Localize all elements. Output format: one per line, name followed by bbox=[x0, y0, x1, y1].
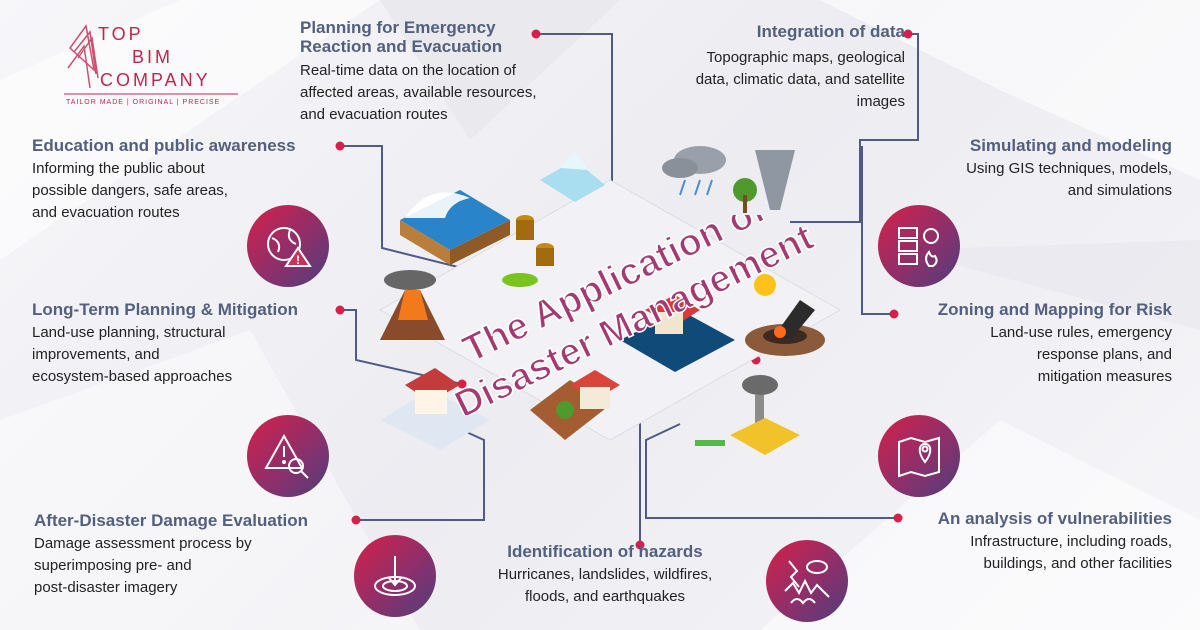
integration-desc-1: Topographic maps, geological bbox=[706, 49, 905, 66]
simulating-badge bbox=[878, 205, 960, 287]
svg-text:!: ! bbox=[296, 253, 300, 267]
longterm-desc-3: ecosystem-based approaches bbox=[32, 368, 233, 385]
planning-title-1: Planning for Emergency bbox=[300, 18, 496, 37]
vulnerabilities-desc-1: Infrastructure, including roads, bbox=[970, 533, 1172, 550]
snowy-house bbox=[380, 368, 490, 450]
education-desc-3: and evacuation routes bbox=[32, 204, 180, 221]
education-title: Education and public awareness bbox=[32, 136, 296, 155]
volcano bbox=[380, 270, 445, 340]
warning-search-icon bbox=[264, 433, 309, 479]
central-title: The Application of Disaster Management bbox=[448, 215, 821, 415]
integration-title: Integration of data bbox=[756, 22, 905, 41]
hazards-desc-2: floods, and earthquakes bbox=[524, 588, 686, 605]
integration-block: Integration of data Topographic maps, ge… bbox=[620, 22, 905, 113]
afterdisaster-title: After-Disaster Damage Evaluation bbox=[34, 511, 308, 530]
simulating-block: Simulating and modeling Using GIS techni… bbox=[880, 136, 1172, 202]
zoning-desc-3: mitigation measures bbox=[1037, 368, 1172, 385]
logo-line2: BIM bbox=[132, 47, 173, 67]
afterdisaster-desc-2: superimposing pre- and bbox=[34, 557, 192, 574]
vulnerabilities-desc-2: buildings, and other facilities bbox=[983, 555, 1172, 572]
hazards-block: Identification of hazards Hurricanes, la… bbox=[470, 542, 740, 608]
integration-desc-3: images bbox=[856, 93, 905, 110]
planning-block: Planning for Emergency Reaction and Evac… bbox=[300, 18, 600, 126]
iceberg bbox=[540, 150, 605, 202]
simulating-desc-1: Using GIS techniques, models, bbox=[966, 160, 1172, 177]
longterm-badge bbox=[247, 415, 329, 497]
logo-line3: COMPANY bbox=[100, 70, 211, 90]
tsunami-block bbox=[400, 190, 510, 265]
target-arrow-icon bbox=[374, 556, 416, 596]
planning-desc-1: Real-time data on the location of bbox=[300, 62, 516, 79]
meteor-crater bbox=[745, 300, 825, 356]
afterdisaster-desc-3: post-disaster imagery bbox=[34, 579, 178, 596]
globe-warning-icon: ! bbox=[267, 227, 312, 267]
zoning-desc-2: response plans, and bbox=[1036, 346, 1172, 363]
planning-desc-2: affected areas, available resources, bbox=[300, 84, 537, 101]
vulnerabilities-title: An analysis of vulnerabilities bbox=[937, 509, 1172, 528]
vulnerabilities-badge bbox=[766, 540, 848, 622]
logo-line1: TOP bbox=[98, 24, 144, 44]
afterdisaster-badge bbox=[354, 535, 436, 617]
longterm-title: Long-Term Planning & Mitigation bbox=[32, 300, 298, 319]
hazards-title: Identification of hazards bbox=[507, 542, 703, 561]
tornado bbox=[733, 150, 795, 213]
factory bbox=[695, 375, 800, 455]
afterdisaster-desc-1: Damage assessment process by bbox=[34, 535, 252, 552]
landslide-house bbox=[530, 370, 620, 440]
afterdisaster-block: After-Disaster Damage Evaluation Damage … bbox=[34, 511, 359, 599]
integration-desc-2: data, climatic data, and satellite bbox=[695, 71, 905, 88]
vulnerabilities-block: An analysis of vulnerabilities Infrastru… bbox=[880, 509, 1172, 575]
simulating-title: Simulating and modeling bbox=[969, 136, 1172, 155]
zoning-badge bbox=[878, 415, 960, 497]
longterm-desc-2: improvements, and bbox=[32, 346, 160, 363]
education-block: Education and public awareness Informing… bbox=[32, 136, 342, 224]
simulating-desc-2: and simulations bbox=[1067, 182, 1172, 199]
education-desc-2: possible dangers, safe areas, bbox=[32, 182, 228, 199]
server-fire-icon bbox=[898, 227, 939, 267]
planning-desc-3: and evacuation routes bbox=[300, 106, 448, 123]
education-desc-1: Informing the public about bbox=[32, 160, 205, 177]
map-pin-icon bbox=[898, 436, 940, 478]
longterm-block: Long-Term Planning & Mitigation Land-use… bbox=[32, 300, 342, 388]
longterm-desc-1: Land-use planning, structural bbox=[32, 324, 226, 341]
zoning-block: Zoning and Mapping for Risk Land-use rul… bbox=[880, 300, 1172, 388]
storm-cloud bbox=[662, 146, 726, 196]
hazards-desc-1: Hurricanes, landslides, wildfires, bbox=[497, 566, 713, 583]
education-badge: ! bbox=[247, 205, 329, 287]
oil-barrels bbox=[502, 215, 554, 287]
flooded-house bbox=[620, 295, 735, 372]
sun bbox=[754, 274, 776, 296]
planning-title-2: Reaction and Evacuation bbox=[300, 37, 503, 56]
zoning-desc-1: Land-use rules, emergency bbox=[990, 324, 1172, 341]
isometric-illustration bbox=[378, 146, 842, 455]
multi-hazard-icon bbox=[784, 560, 830, 605]
logo-tagline: TAILOR MADE | ORIGINAL | PRECISE bbox=[66, 99, 220, 106]
company-logo: TOP BIM COMPANY TAILOR MADE | ORIGINAL |… bbox=[60, 18, 250, 108]
zoning-title: Zoning and Mapping for Risk bbox=[937, 300, 1172, 319]
